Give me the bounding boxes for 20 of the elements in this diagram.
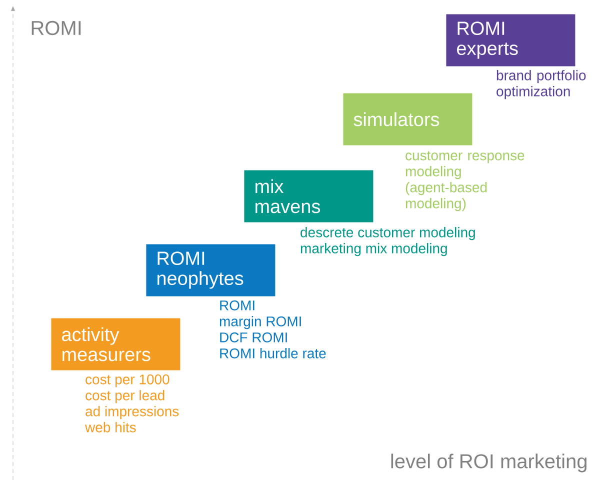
category-box: simulators <box>343 93 472 146</box>
list-item: cost per lead <box>86 390 164 404</box>
list-item: ROMI <box>220 300 254 310</box>
category-box: mix mavens <box>244 170 374 222</box>
list-item: cost per 1000 <box>86 374 170 388</box>
category-box: activity measurers <box>51 318 180 370</box>
list-item: ad impressions <box>86 406 179 420</box>
axis-label: level of ROI marketing <box>391 454 586 472</box>
axis-label: ROMI <box>32 20 81 36</box>
list-item: margin ROMI <box>220 316 301 330</box>
category-box: ROMI neophytes <box>146 244 276 296</box>
list-item: (agent-based modeling) <box>406 182 487 212</box>
list-item: ROMI hurdle rate <box>220 348 326 358</box>
list-item: descrete customer modeling <box>300 227 475 240</box>
list-item: web hits <box>84 422 136 432</box>
list-item: marketing mix modeling <box>300 243 447 256</box>
category-box: ROMI experts <box>446 14 576 66</box>
list-item: DCF ROMI <box>220 332 287 342</box>
list-item: brand portfolio optimization <box>496 70 586 100</box>
list-item: customer response modeling <box>406 151 524 180</box>
